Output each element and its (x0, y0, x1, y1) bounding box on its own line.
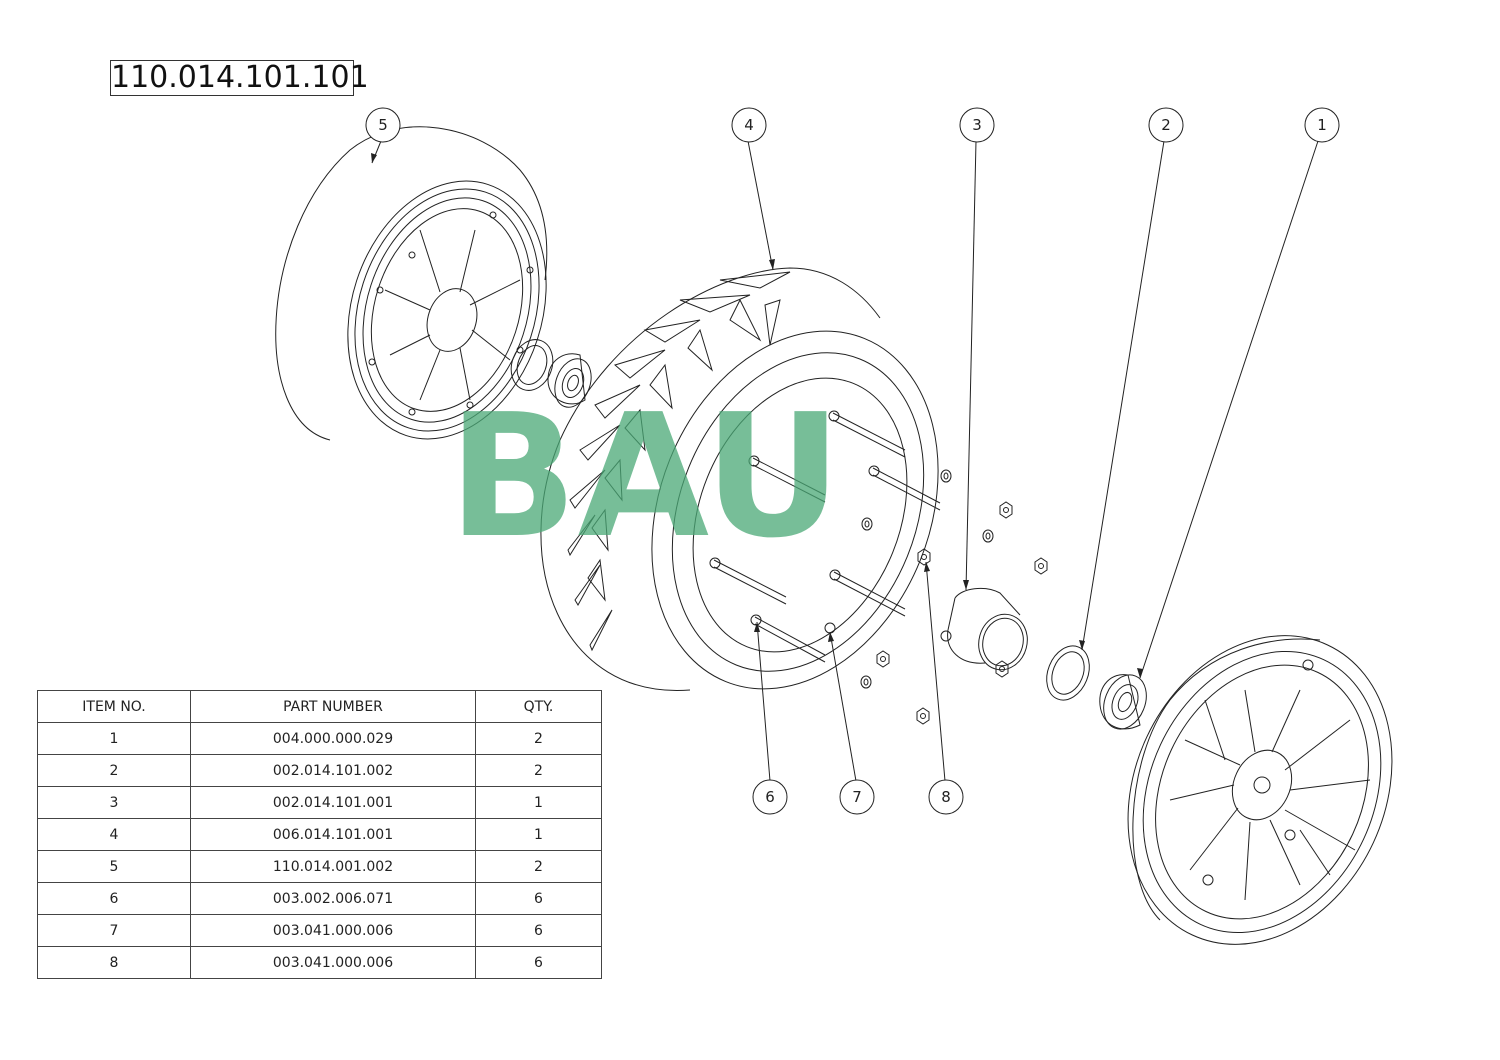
bolts (709, 410, 941, 663)
bom-item: 3 (37, 786, 191, 819)
bom-qty: 2 (475, 722, 602, 755)
bom-part: 110.014.001.002 (190, 850, 476, 883)
watermark: BAU (448, 378, 842, 576)
bearing-right (1099, 674, 1147, 730)
bom-part: 003.041.000.006 (190, 946, 476, 979)
bom-part: 006.014.101.001 (190, 818, 476, 851)
bom-qty: 1 (475, 818, 602, 851)
svg-text:7: 7 (852, 788, 862, 806)
bom-qty: 6 (475, 946, 602, 979)
bom-qty: 2 (475, 850, 602, 883)
tire-treads (567, 271, 791, 652)
svg-text:5: 5 (378, 116, 388, 134)
bom-qty: 1 (475, 786, 602, 819)
bom-qty: 6 (475, 882, 602, 915)
svg-text:4: 4 (744, 116, 754, 134)
balloon-7: 7 (839, 779, 875, 815)
bom-part: 002.014.101.001 (190, 786, 476, 819)
balloon-4: 4 (731, 107, 767, 143)
hub-right-spokes (1169, 689, 1371, 901)
bom-part: 002.014.101.002 (190, 754, 476, 787)
balloon-8: 8 (928, 779, 964, 815)
bom-part: 004.000.000.029 (190, 722, 476, 755)
bom-item: 8 (37, 946, 191, 979)
bom-item: 7 (37, 914, 191, 947)
svg-text:8: 8 (941, 788, 951, 806)
assembly-number: 110.014.101.101 (110, 60, 369, 96)
bom-qty: 6 (475, 914, 602, 947)
bom-header-qty: QTY. (475, 690, 602, 723)
nuts (876, 501, 1048, 725)
balloon-3: 3 (959, 107, 995, 143)
washer-left (510, 339, 554, 391)
bearing-left (547, 353, 592, 408)
balloons: 1 2 3 4 5 6 7 8 (365, 107, 1340, 815)
bom-part: 003.041.000.006 (190, 914, 476, 947)
leader-arrows (371, 153, 1143, 678)
bom-item: 6 (37, 882, 191, 915)
bom-header-row: ITEM NO. PART NUMBER QTY. (37, 690, 602, 723)
svg-text:3: 3 (972, 116, 982, 134)
bom-item: 5 (37, 850, 191, 883)
leader-lines (371, 140, 1319, 782)
spacer-sleeve (940, 587, 1028, 671)
washer-right (1046, 645, 1090, 701)
balloon-2: 2 (1148, 107, 1184, 143)
bom-header-item-no: ITEM NO. (37, 690, 191, 723)
hub-half-right (1127, 635, 1393, 945)
svg-text:2: 2 (1161, 116, 1171, 134)
bom-header-part-number: PART NUMBER (190, 690, 476, 723)
bom-item: 2 (37, 754, 191, 787)
hub-spokes (384, 229, 521, 401)
balloon-5: 5 (365, 107, 401, 143)
bom-qty: 2 (475, 754, 602, 787)
bom-item: 4 (37, 818, 191, 851)
balloon-6: 6 (752, 779, 788, 815)
bom-part: 003.002.006.071 (190, 882, 476, 915)
svg-text:6: 6 (765, 788, 775, 806)
tire (540, 267, 939, 691)
bom-item: 1 (37, 722, 191, 755)
small-washers (860, 469, 994, 689)
svg-text:1: 1 (1317, 116, 1327, 134)
balloon-1: 1 (1304, 107, 1340, 143)
